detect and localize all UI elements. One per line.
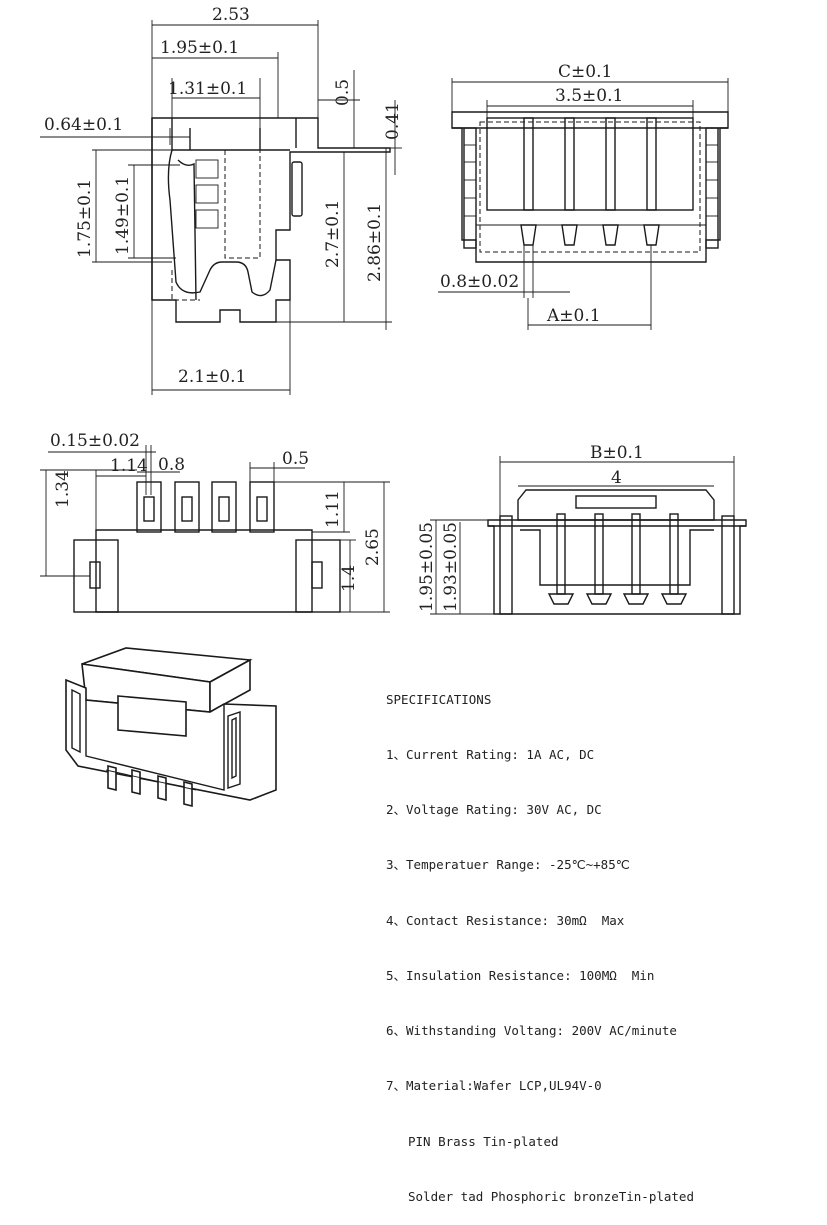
dim-1-49: 1.49±0.1 bbox=[113, 176, 133, 255]
dim-1-75: 1.75±0.1 bbox=[75, 179, 95, 258]
dim-1-95: 1.95±0.1 bbox=[160, 38, 239, 58]
dim-2-65: 2.65 bbox=[363, 528, 383, 566]
dim-2-7: 2.7±0.1 bbox=[323, 200, 343, 268]
dim-1-93: 1.93±0.05 bbox=[441, 522, 461, 612]
dim-1-31: 1.31±0.1 bbox=[168, 79, 247, 99]
bottom-view: B±0.1 4 1.95±0.05 1.93±0.05 bbox=[417, 443, 747, 615]
spec-item: 5、Insulation Resistance: 100MΩ Min bbox=[386, 967, 655, 983]
spec-title: SPECIFICATIONS bbox=[386, 691, 492, 707]
front-view: C±0.1 3.5±0.1 0.8±0.02 A±0.1 bbox=[438, 62, 729, 330]
dim-0-5b: 0.5 bbox=[282, 449, 309, 469]
dim-1-95b: 1.95±0.05 bbox=[417, 522, 437, 612]
specifications-block: SPECIFICATIONS 1、Current Rating: 1A AC, … bbox=[386, 654, 694, 1225]
left-ribs bbox=[464, 144, 476, 217]
dim-0-8: 0.8±0.02 bbox=[440, 272, 519, 292]
dim-0-41: 0.41 bbox=[383, 102, 403, 140]
right-ribs bbox=[706, 144, 718, 217]
dim-0-8b: 0.8 bbox=[158, 455, 185, 475]
spec-sub-item: Solder tad Phosphoric bronzeTin-plated bbox=[408, 1188, 694, 1204]
side-view: 2.53 1.95±0.1 1.31±0.1 0.64±0.1 0.5 0.41… bbox=[40, 5, 403, 395]
spec-sub-item: PIN Brass Tin-plated bbox=[408, 1133, 559, 1149]
dim-1-34: 1.34 bbox=[53, 470, 73, 508]
spec-item: 2、Voltage Rating: 30V AC, DC bbox=[386, 802, 602, 818]
spec-item: 7、Material:Wafer LCP,UL94V-0 bbox=[386, 1078, 602, 1094]
dim-a: A±0.1 bbox=[546, 306, 601, 326]
dim-1-14: 1.14 bbox=[110, 456, 148, 476]
dim-b: B±0.1 bbox=[590, 443, 644, 463]
dim-2-86: 2.86±0.1 bbox=[365, 203, 385, 282]
spec-item: 6、Withstanding Voltang: 200V AC/minute bbox=[386, 1023, 677, 1039]
dim-c: C±0.1 bbox=[558, 62, 612, 82]
dim-1-11: 1.11 bbox=[323, 490, 343, 528]
connector-drawing: 2.53 1.95±0.1 1.31±0.1 0.64±0.1 0.5 0.41… bbox=[40, 5, 747, 808]
dim-1-4: 1.4 bbox=[339, 565, 359, 592]
spec-item: 1、Current Rating: 1A AC, DC bbox=[386, 747, 595, 763]
dim-4: 4 bbox=[611, 468, 622, 488]
dim-0-15: 0.15±0.02 bbox=[50, 431, 140, 451]
spec-item: 4、Contact Resistance: 30mΩ Max bbox=[386, 912, 625, 928]
dim-2-53: 2.53 bbox=[212, 5, 250, 25]
dim-3-5: 3.5±0.1 bbox=[555, 86, 623, 106]
dim-0-5: 0.5 bbox=[333, 79, 353, 106]
dim-0-64: 0.64±0.1 bbox=[44, 115, 123, 135]
isometric-view bbox=[65, 647, 277, 808]
spec-item: 3、Temperatuer Range: -25℃~+85℃ bbox=[386, 857, 630, 873]
dim-2-1: 2.1±0.1 bbox=[178, 367, 246, 387]
pcb-layout-view: 0.15±0.02 1.14 0.8 0.5 1.34 1.11 2.65 1.… bbox=[40, 431, 390, 613]
